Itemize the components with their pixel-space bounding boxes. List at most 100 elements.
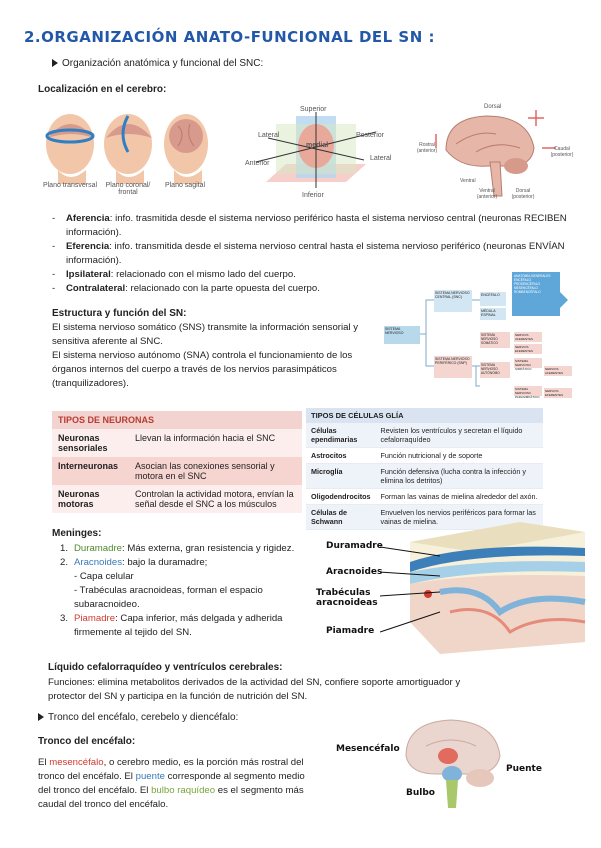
neuron-table-header: TIPOS DE NEURONAS	[52, 411, 302, 429]
plane-caption-2: Plano coronal/ frontal	[105, 182, 151, 196]
section-heading-2-text: Tronco del encéfalo, cerebelo y diencéfa…	[48, 712, 239, 723]
axis-medial: medial	[306, 142, 329, 149]
tronco-puente: puente	[135, 771, 165, 782]
meninges-title: Meninges:	[52, 528, 102, 539]
meninge-item-1: 1.Duramadre: Más externa, gran resistenc…	[60, 542, 320, 556]
head-coronal	[104, 114, 152, 184]
cell-value: Llevan la información hacia el SNC	[129, 429, 302, 457]
label-caudal: Caudal (posterior)	[550, 146, 574, 158]
term-contralateral: Contralateral: relacionado con la parte …	[52, 282, 592, 296]
box-somatico: SISTEMA NERVIOSO SOMÁTICO	[480, 332, 510, 348]
label-mesencefalo: Mesencéfalo	[336, 744, 400, 754]
estructura-text: El sistema nervioso somático (SNS) trans…	[52, 321, 370, 391]
estructura-p1: El sistema nervioso somático (SNS) trans…	[52, 322, 359, 347]
cell-key: Neuronas sensoriales	[52, 429, 129, 457]
box-parasimp: SISTEMA NERVIOSO PARASIMPÁTICO	[514, 386, 542, 399]
box-periferico: SISTEMA NERVIOSO PERIFÉRICO (SNP)	[434, 356, 472, 378]
box-autonomo: SISTEMA NERVIOSO AUTÓNOMO	[480, 362, 510, 378]
axis-inferior: Inferior	[302, 192, 324, 199]
cell-value: Controlan la actividad motora, envían la…	[129, 485, 302, 513]
plane-caption-3: Plano sagital	[164, 182, 206, 189]
cell-key: Microglía	[306, 463, 376, 489]
terms-list: Aferencia: info. trasmitida desde el sis…	[52, 212, 592, 296]
liquido-text: Funciones: elimina metabolitos derivados…	[48, 677, 461, 702]
term-aferencia: Aferencia: info. trasmitida desde el sis…	[52, 212, 592, 240]
aracnoides-sub-2: - Trabéculas aracnoideas, forman el espa…	[74, 585, 263, 610]
item-number: 2.	[60, 557, 69, 568]
plane-heads-illustration	[45, 114, 208, 184]
box-root: SISTEMA NERVIOSO	[384, 326, 420, 344]
box-nerv1: NERVIOS AFERENTES	[514, 332, 542, 342]
label-ventral-anterior: Ventral (anterior)	[476, 188, 498, 200]
tronco-bulbo: bulbo raquídeo	[151, 785, 216, 796]
box-encefalo: ENCÉFALO	[480, 292, 506, 306]
brainstem-illustration	[405, 719, 501, 808]
head-sagittal	[164, 114, 208, 184]
axis-superior: Superior	[300, 106, 327, 113]
label-dorsal-posterior: Dorsal (posterior)	[511, 188, 535, 200]
axis-posterior: Posterior	[356, 132, 385, 139]
term-ipsilateral: Ipsilateral: relacionado con el mismo la…	[52, 268, 592, 282]
cell-key: Interneuronas	[52, 457, 129, 485]
tronco-text: El mesencéfalo, o cerebro medio, es la p…	[38, 756, 314, 812]
meninges-illustration	[380, 522, 586, 654]
cell-value: Función defensiva (lucha contra la infec…	[375, 463, 543, 489]
liquido-title: Líquido cefalorraquídeo y ventrículos ce…	[48, 662, 283, 673]
nervous-system-diagram: SISTEMA NERVIOSO SISTEMA NERVIOSO CENTRA…	[384, 272, 574, 402]
label-bulbo: Bulbo	[406, 788, 435, 798]
meninge-name: Aracnoides	[74, 557, 122, 568]
glia-table-header: TIPOS DE CÉLULAS GLÍA	[306, 408, 543, 423]
label-piamadre: Piamadre	[326, 626, 375, 636]
item-number: 1.	[60, 543, 69, 554]
aracnoides-sub-1: - Capa celular	[74, 571, 134, 582]
meninge-name: Piamadre	[74, 613, 116, 624]
cell-value: Revisten los ventrículos y secretan el l…	[375, 423, 543, 448]
plane-caption-1: Plano transversal	[42, 182, 98, 189]
axis-lateral-right: Lateral	[370, 155, 392, 162]
tronco-p3: corresponde al segmento medio del tronco…	[38, 771, 305, 796]
tronco-p1: El	[38, 757, 50, 768]
label-ventral: Ventral	[460, 178, 476, 184]
box-nerv2: NERVIOS EFERENTES	[514, 344, 542, 354]
label-trabeculas: Trabéculas aracnoideas	[316, 588, 378, 608]
cell-key: Células ependimarias	[306, 423, 376, 448]
division-4: ROMBENCÉFALO	[514, 290, 541, 294]
label-aracnoides: Aracnoides	[326, 567, 383, 577]
box-nerv3: NERVIOS AFERENTES	[544, 366, 572, 376]
localizacion-title: Localización en el cerebro:	[38, 84, 167, 95]
cell-key: Neuronas motoras	[52, 485, 129, 513]
box-medula: MÉDULA ESPINAL	[480, 308, 506, 320]
tronco-mesencefalo: mesencéfalo	[49, 757, 104, 768]
label-duramadre: Duramadre	[326, 541, 383, 551]
division-1: ENCÉFALO	[514, 278, 532, 282]
meninges-list: 1.Duramadre: Más externa, gran resistenc…	[60, 542, 320, 640]
estructura-title: Estructura y función del SN:	[52, 308, 187, 319]
tronco-p2: , o cerebro medio, es la porción más ros…	[38, 757, 304, 782]
section-heading: Organización anatómica y funcional del S…	[52, 58, 263, 69]
cell-value: Asocian las conexiones sensorial y motor…	[129, 457, 302, 485]
brain-orientation-diagram	[435, 110, 556, 197]
triangle-bullet-icon	[38, 713, 44, 721]
cell-value: Función nutricional y de soporte	[375, 447, 543, 464]
division-2: PROSENCÉFALO	[514, 282, 541, 286]
cell-key: Oligodendrocitos	[306, 488, 376, 505]
glia-types-table: TIPOS DE CÉLULAS GLÍA Células ependimari…	[306, 408, 543, 530]
box-divisions: ANATOMÍA GENERALES ENCÉFALO PROSENCÉFALO…	[512, 272, 560, 316]
anatomical-axes-diagram	[255, 112, 377, 188]
cell-key: Células de Schwann	[306, 504, 376, 530]
axis-anterior: Anterior	[245, 160, 270, 167]
meninge-text: : bajo la duramadre;	[122, 557, 208, 568]
estructura-p2: El sistema nervioso autónomo (SNA) contr…	[52, 350, 353, 389]
section-heading-text: Organización anatómica y funcional del S…	[62, 58, 264, 69]
box-nerv4: NERVIOS EFERENTES	[544, 388, 572, 398]
box-simp: SISTEMA NERVIOSO SIMPÁTICO	[514, 358, 542, 371]
section-heading-2: Tronco del encéfalo, cerebelo y diencéfa…	[38, 712, 238, 723]
label-rostral: Rostral (anterior)	[416, 142, 438, 154]
